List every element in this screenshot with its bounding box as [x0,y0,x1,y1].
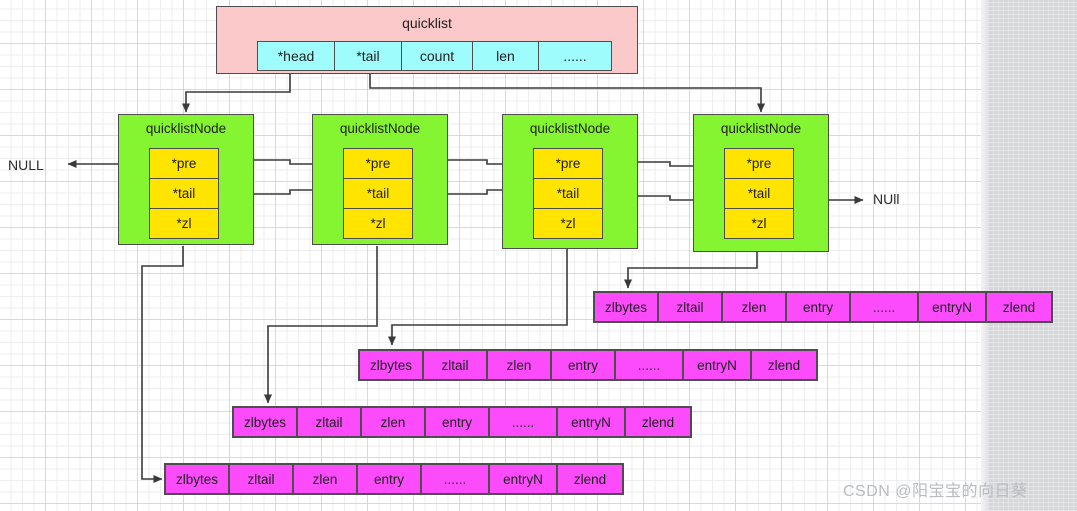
node-4-field-tail[interactable]: *tail [724,178,794,209]
node-1-field-tail[interactable]: *tail [149,178,219,209]
ziplist-4-cell-zlen[interactable]: zlen [292,463,358,495]
ziplist-4-cell-ellipsis[interactable]: ...... [420,463,490,495]
node-1-field-pre[interactable]: *pre [149,148,219,179]
node-2-field-pre[interactable]: *pre [343,148,413,179]
ziplist-3-cell-ellipsis[interactable]: ...... [488,406,558,438]
ziplist-1-cell-ellipsis[interactable]: ...... [849,291,919,323]
null-label-right: NUll [873,191,900,207]
ziplist-2-cell-zlen[interactable]: zlen [486,349,552,381]
ziplist-1-cell-zlbytes[interactable]: zlbytes [593,291,659,323]
ziplist-4-cell-zlbytes[interactable]: zlbytes [164,463,230,495]
edge-node1-zl-ziplist4 [141,246,184,483]
ziplist-2-cell-zlend[interactable]: zlend [750,349,818,381]
node-4-field-pre[interactable]: *pre [724,148,794,179]
ziplist-3-cell-zltail[interactable]: zltail [296,406,362,438]
page-edge [981,0,988,511]
quicklist-node-1-fields: *pre*tail*zl [149,148,219,239]
edge-node3-zl-ziplist2 [388,246,568,346]
ziplist-1-cell-zlen[interactable]: zlen [721,291,787,323]
quicklist-node-3-fields: *pre*tail*zl [533,148,603,239]
quicklist-node-1[interactable]: quicklistNode *pre*tail*zl [118,114,254,245]
node-4-field-zl[interactable]: *zl [724,208,794,239]
quicklist-field-len[interactable]: len [472,41,539,71]
node-3-field-tail[interactable]: *tail [533,178,603,209]
csdn-watermark: CSDN @阳宝宝的向日葵 [843,483,1028,500]
quicklist-field-[interactable]: ...... [538,41,612,71]
edge-node4-zl-ziplist1 [624,252,758,289]
node-2-field-tail[interactable]: *tail [343,178,413,209]
ziplist-2-cell-entryN[interactable]: entryN [682,349,752,381]
quicklist-field-head[interactable]: *head [257,41,335,71]
ziplist-4-cell-zlend[interactable]: zlend [556,463,624,495]
quicklist-node-4-fields: *pre*tail*zl [724,148,794,239]
ziplist-4-cell-entry[interactable]: entry [356,463,422,495]
ziplist-3-cell-zlen[interactable]: zlen [360,406,426,438]
node-2-field-zl[interactable]: *zl [343,208,413,239]
desk-background [988,0,1077,511]
ziplist-3-cell-zlbytes[interactable]: zlbytes [232,406,298,438]
null-label-left: NULL [8,157,44,173]
quicklist-node-4-title: quicklistNode [720,121,802,136]
ziplist-2-cell-zlbytes[interactable]: zlbytes [358,349,424,381]
quicklist-node-2[interactable]: quicklistNode *pre*tail*zl [312,114,448,245]
ziplist-1-cell-entry[interactable]: entry [785,291,851,323]
quicklist-title: quicklist [402,15,452,31]
ziplist-3-cell-entryN[interactable]: entryN [556,406,626,438]
ziplist-1-cell-zlend[interactable]: zlend [985,291,1053,323]
ziplist-1-cell-entryN[interactable]: entryN [917,291,987,323]
ziplist-1-cell-zltail[interactable]: zltail [657,291,723,323]
quicklist-node-1-title: quicklistNode [145,121,227,136]
quicklist-node-2-fields: *pre*tail*zl [343,148,413,239]
ziplist-2-cell-ellipsis[interactable]: ...... [614,349,684,381]
ziplist-2-cell-entry[interactable]: entry [550,349,616,381]
edge-tail-to-node4 [369,74,765,113]
quicklist-field-count[interactable]: count [401,41,473,71]
quicklist-node-3-title: quicklistNode [529,121,611,136]
node-3-field-zl[interactable]: *zl [533,208,603,239]
edge-head-to-node1 [182,74,291,113]
node-1-field-zl[interactable]: *zl [149,208,219,239]
quicklist-field-tail[interactable]: *tail [334,41,402,71]
edge-node2-zl-ziplist3 [264,246,378,404]
ziplist-3-cell-zlend[interactable]: zlend [624,406,692,438]
quicklist-node-4[interactable]: quicklistNode *pre*tail*zl [693,114,829,252]
quicklist-node-2-title: quicklistNode [339,121,421,136]
ziplist-2-cell-zltail[interactable]: zltail [422,349,488,381]
ziplist-4-cell-zltail[interactable]: zltail [228,463,294,495]
ziplist-3-cell-entry[interactable]: entry [424,406,490,438]
node-3-field-pre[interactable]: *pre [533,148,603,179]
graph-paper-background [0,0,981,511]
ziplist-4-cell-entryN[interactable]: entryN [488,463,558,495]
quicklist-node-3[interactable]: quicklistNode *pre*tail*zl [502,114,638,249]
